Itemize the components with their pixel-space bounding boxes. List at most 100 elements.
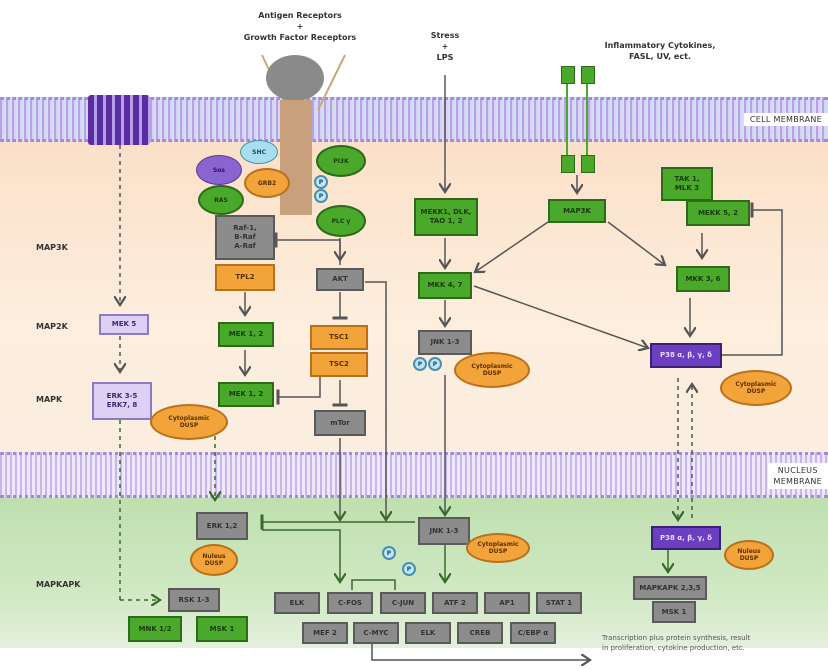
cytoplasmic-dusp-nuc[interactable]: Cytoplasmic DUSP: [466, 533, 530, 563]
mekk-line2: TAO 1, 2: [429, 217, 463, 225]
mkk36-node[interactable]: MKK 3, 6: [676, 266, 730, 292]
dusp-line1: Cytoplasmic: [471, 363, 513, 370]
shc-node[interactable]: SHC: [240, 140, 278, 164]
nucleus-dusp-p38[interactable]: Nuleus DUSP: [724, 540, 774, 570]
fasl-text: FASL, UV, ect.: [629, 52, 691, 61]
stress-label: Stress + LPS: [420, 30, 470, 63]
msk1-gray-node[interactable]: MSK 1: [652, 601, 696, 623]
phosphate-icon: P: [382, 546, 396, 560]
dusp-line2: DUSP: [179, 422, 199, 429]
plc-gamma-node[interactable]: PLC γ: [316, 205, 366, 237]
raf-line2: B-Raf: [234, 233, 256, 241]
nucleus-label-line1: NUCLEUS: [777, 466, 818, 475]
arrow-mkk47-p38: [473, 285, 648, 348]
mekk-line1: MEKK1, DLK,: [420, 208, 472, 216]
mekk52-node[interactable]: MEKK 5, 2: [686, 200, 750, 226]
receptor-ligand-icon: [266, 55, 324, 101]
grb2-node[interactable]: GRB2: [244, 168, 290, 198]
tf-c-jun[interactable]: C-JUN: [380, 592, 426, 614]
inhibit-tsc-mek: [276, 370, 321, 405]
tf-mef-2[interactable]: MEF 2: [302, 622, 348, 644]
akt-node[interactable]: AKT: [316, 268, 364, 291]
row-label-map3k: MAP3K: [36, 243, 68, 252]
tak-line1: TAK 1,: [674, 175, 700, 183]
outcome-line1: Transcription plus protein synthesis, re…: [602, 634, 751, 642]
tf-creb[interactable]: CREB: [457, 622, 503, 644]
tf-elk[interactable]: ELK: [274, 592, 320, 614]
row-label-mapkapk: MAPKAPK: [36, 580, 81, 589]
phosphate-icon: P: [314, 189, 328, 203]
mkk47-node[interactable]: MKK 4, 7: [418, 272, 472, 299]
row-label-mapk: MAPK: [36, 395, 63, 404]
raf-node[interactable]: Raf-1, B-Raf A-Raf: [215, 215, 275, 260]
dusp-line1: Cytoplasmic: [168, 415, 210, 422]
tf-c-fos[interactable]: C-FOS: [327, 592, 373, 614]
p38-cyto-node[interactable]: P38 α, β, γ, δ: [650, 343, 722, 368]
outcome-note: Transcription plus protein synthesis, re…: [602, 633, 822, 653]
cytokine-receptor-icon: [581, 66, 595, 84]
dusp-line2: DUSP: [739, 555, 759, 562]
cell-membrane-label: CELL MEMBRANE: [743, 113, 828, 126]
dusp-line2: DUSP: [488, 548, 508, 555]
lps-text: LPS: [436, 53, 454, 62]
growth-text: Growth Factor Receptors: [243, 33, 357, 42]
phosphate-icon: P: [402, 562, 416, 576]
nucleus-membrane-label: NUCLEUS MEMBRANE: [767, 463, 828, 489]
rsk13-node[interactable]: RSK 1-3: [168, 588, 220, 612]
antigen-receptor-label: Antigen Receptors + Growth Factor Recept…: [200, 10, 400, 43]
raf-line1: Raf-1,: [233, 224, 257, 232]
mapkapk-node[interactable]: MAPKAPK 2,3,5: [633, 576, 707, 600]
tsc2-node[interactable]: TSC2: [310, 352, 368, 377]
jnk13-nuc-node[interactable]: JNK 1-3: [418, 517, 470, 545]
sos-node[interactable]: Sos: [196, 155, 242, 185]
jnk13-cyto-node[interactable]: JNK 1-3: [418, 330, 472, 355]
receptor-body-icon: [280, 100, 312, 215]
cytokine-receptor-icon: [581, 155, 595, 173]
tf-stat-1[interactable]: STAT 1: [536, 592, 582, 614]
erk12-node[interactable]: ERK 1,2: [196, 512, 248, 540]
cytoplasmic-dusp-p38[interactable]: Cytoplasmic DUSP: [720, 370, 792, 406]
dusp-line1: Cytoplasmic: [735, 381, 777, 388]
tpl2-node[interactable]: TPL2: [215, 264, 275, 291]
p38-nuc-node[interactable]: P38 α, β, γ, δ: [651, 526, 721, 550]
stress-text: Stress: [430, 31, 460, 40]
dusp-line2: DUSP: [746, 388, 766, 395]
pi3k-node[interactable]: PI3K: [316, 145, 366, 177]
inhibit-p38-mekk: [722, 202, 783, 356]
cytoplasmic-dusp-left[interactable]: Cytoplasmic DUSP: [150, 404, 228, 440]
erk35-line1: ERK 3-5: [106, 392, 138, 400]
cytokine-receptor-icon: [561, 66, 575, 84]
dusp-line1: Nuleus: [737, 548, 761, 555]
plus-text-2: +: [441, 42, 449, 51]
arrow-map3k-mkk47: [475, 221, 549, 272]
cytoplasmic-dusp-jnk[interactable]: Cytoplasmic DUSP: [454, 352, 530, 388]
map3k-node[interactable]: MAP3K: [548, 199, 606, 223]
inhibit-akt-raf: [274, 232, 341, 265]
arrow-akt-nucleus: [365, 281, 386, 520]
tak1-mlk3-node[interactable]: TAK 1, MLK 3: [661, 167, 713, 201]
tf-atf-2[interactable]: ATF 2: [432, 592, 478, 614]
outcome-line2: in proliferation, cytokine production, e…: [602, 644, 745, 652]
mek5-node[interactable]: MEK 5: [99, 314, 149, 335]
ras-node[interactable]: RAS: [198, 185, 244, 215]
mtor-node[interactable]: mTor: [314, 410, 366, 436]
erk35-node[interactable]: ERK 3-5 ERK7, 8: [92, 382, 152, 420]
tf-c-ebp-[interactable]: C/EBP α: [510, 622, 556, 644]
mekk1-dlk-tao-node[interactable]: MEKK1, DLK, TAO 1, 2: [414, 198, 478, 236]
phosphate-icon: P: [428, 357, 442, 371]
mek12-node-upper[interactable]: MEK 1, 2: [218, 322, 274, 347]
tf-ap1[interactable]: AP1: [484, 592, 530, 614]
tf-c-myc[interactable]: C-MYC: [353, 622, 399, 644]
tsc1-node[interactable]: TSC1: [310, 325, 368, 350]
nucleus-dusp-erk[interactable]: Nuleus DUSP: [190, 544, 238, 576]
phosphate-icon: P: [413, 357, 427, 371]
nucleus-label-line2: MEMBRANE: [773, 477, 822, 486]
mek12-node-lower[interactable]: MEK 1, 2: [218, 382, 274, 407]
tf-elk[interactable]: ELK: [405, 622, 451, 644]
bracket-fos-jun: [351, 579, 396, 590]
mnk12-node[interactable]: MNK 1/2: [128, 616, 182, 642]
msk1-green-node[interactable]: MSK 1: [196, 616, 248, 642]
receptor-arm-right: [317, 54, 346, 111]
erk35-line2: ERK7, 8: [106, 401, 138, 409]
